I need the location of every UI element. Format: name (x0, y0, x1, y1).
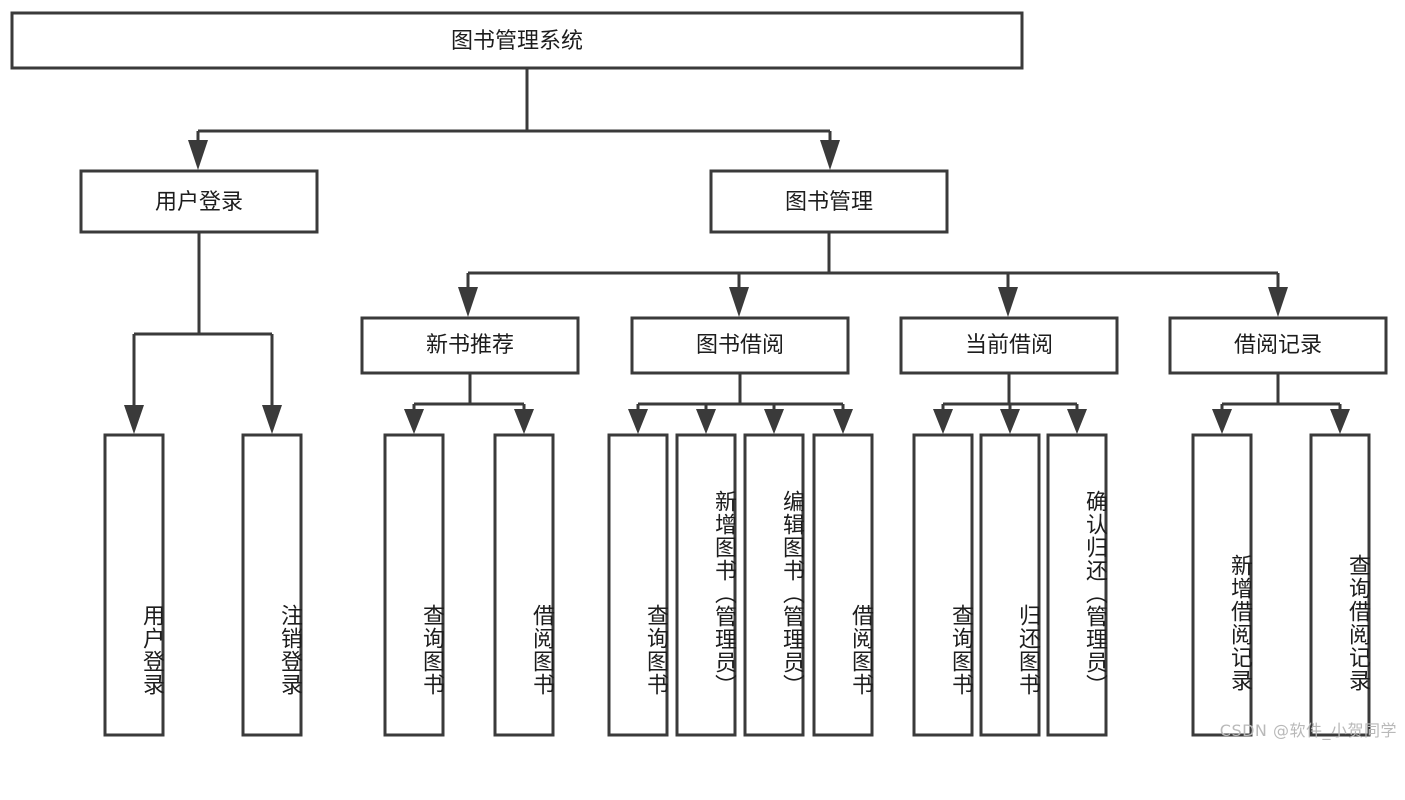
arrow-head-icon (404, 409, 424, 434)
leaf-return-book-box[interactable] (979, 433, 1041, 737)
leaf-add-book-admin-box[interactable] (675, 433, 737, 737)
node-new-book-recommend-label: 新书推荐 (426, 333, 514, 358)
arrow-head-icon (833, 409, 853, 434)
node-user-login-box[interactable] (79, 169, 319, 234)
leaf-confirm-return-admin-box[interactable] (1046, 433, 1108, 737)
node-current-borrow-label: 当前借阅 (965, 333, 1053, 358)
node-user-login-label: 用户登录 (155, 190, 243, 215)
node-current-borrow[interactable]: 当前借阅 (899, 316, 1119, 375)
connector-root-to-level1 (188, 68, 840, 170)
arrow-head-icon (1330, 409, 1350, 434)
node-root-label: 图书管理系统 (451, 29, 583, 54)
leaf-query-borrow-record-box[interactable] (1309, 433, 1371, 737)
arrow-head-icon (1268, 287, 1288, 317)
arrow-head-icon (696, 409, 716, 434)
arrow-head-icon (764, 409, 784, 434)
node-book-manage[interactable]: 图书管理 (709, 169, 949, 234)
leaf-borrow-book-1-box[interactable] (493, 433, 555, 737)
org-chart-diagram: 图书管理系统 用户登录 图书管理 (10, 11, 1397, 740)
connector-user-login-to-leaves (124, 232, 282, 434)
arrow-head-icon (933, 409, 953, 434)
leaf-edit-book-admin-box[interactable] (743, 433, 805, 737)
leaf-add-borrow-record-box[interactable] (1191, 433, 1253, 737)
node-current-borrow-box[interactable] (899, 316, 1119, 375)
diagram-canvas: 图书管理系统 用户登录 图书管理 (10, 11, 1388, 737)
arrow-head-icon (262, 405, 282, 434)
connector-new-book-recommend-to-leaves (404, 373, 534, 434)
arrow-head-icon (998, 287, 1018, 317)
arrow-head-icon (628, 409, 648, 434)
csdn-watermark: CSDN @软件_小贺同学 (1219, 721, 1397, 740)
leaf-query-book-1-box[interactable] (383, 433, 445, 737)
arrow-head-icon (188, 140, 208, 170)
node-user-login[interactable]: 用户登录 (79, 169, 319, 234)
node-book-borrow-label: 图书借阅 (696, 333, 784, 358)
connector-borrow-record-to-leaves (1212, 373, 1350, 434)
arrow-head-icon (458, 287, 478, 317)
node-new-book-recommend[interactable]: 新书推荐 (360, 316, 580, 375)
connector-current-borrow-to-leaves (933, 373, 1087, 434)
arrow-head-icon (1067, 409, 1087, 434)
node-book-manage-label: 图书管理 (785, 190, 873, 215)
connector-book-borrow-to-leaves (628, 373, 853, 434)
node-root-box[interactable] (10, 11, 1024, 70)
node-borrow-record-label: 借阅记录 (1234, 333, 1322, 358)
node-book-borrow[interactable]: 图书借阅 (630, 316, 850, 375)
leaf-borrow-book-2-box[interactable] (812, 433, 874, 737)
leaf-user-login-box[interactable] (103, 433, 165, 737)
node-new-book-recommend-box[interactable] (360, 316, 580, 375)
arrow-head-icon (514, 409, 534, 434)
leaf-query-book-2-box[interactable] (607, 433, 669, 737)
node-borrow-record[interactable]: 借阅记录 (1168, 316, 1388, 375)
arrow-head-icon (124, 405, 144, 434)
arrow-head-icon (1000, 409, 1020, 434)
arrow-head-icon (1212, 409, 1232, 434)
node-root[interactable]: 图书管理系统 (10, 11, 1024, 70)
arrow-head-icon (820, 140, 840, 170)
leaf-query-book-3-box[interactable] (912, 433, 974, 737)
leaf-logout-login-box[interactable] (241, 433, 303, 737)
arrow-head-icon (729, 287, 749, 317)
connector-book-manage-to-level2 (458, 232, 1288, 317)
